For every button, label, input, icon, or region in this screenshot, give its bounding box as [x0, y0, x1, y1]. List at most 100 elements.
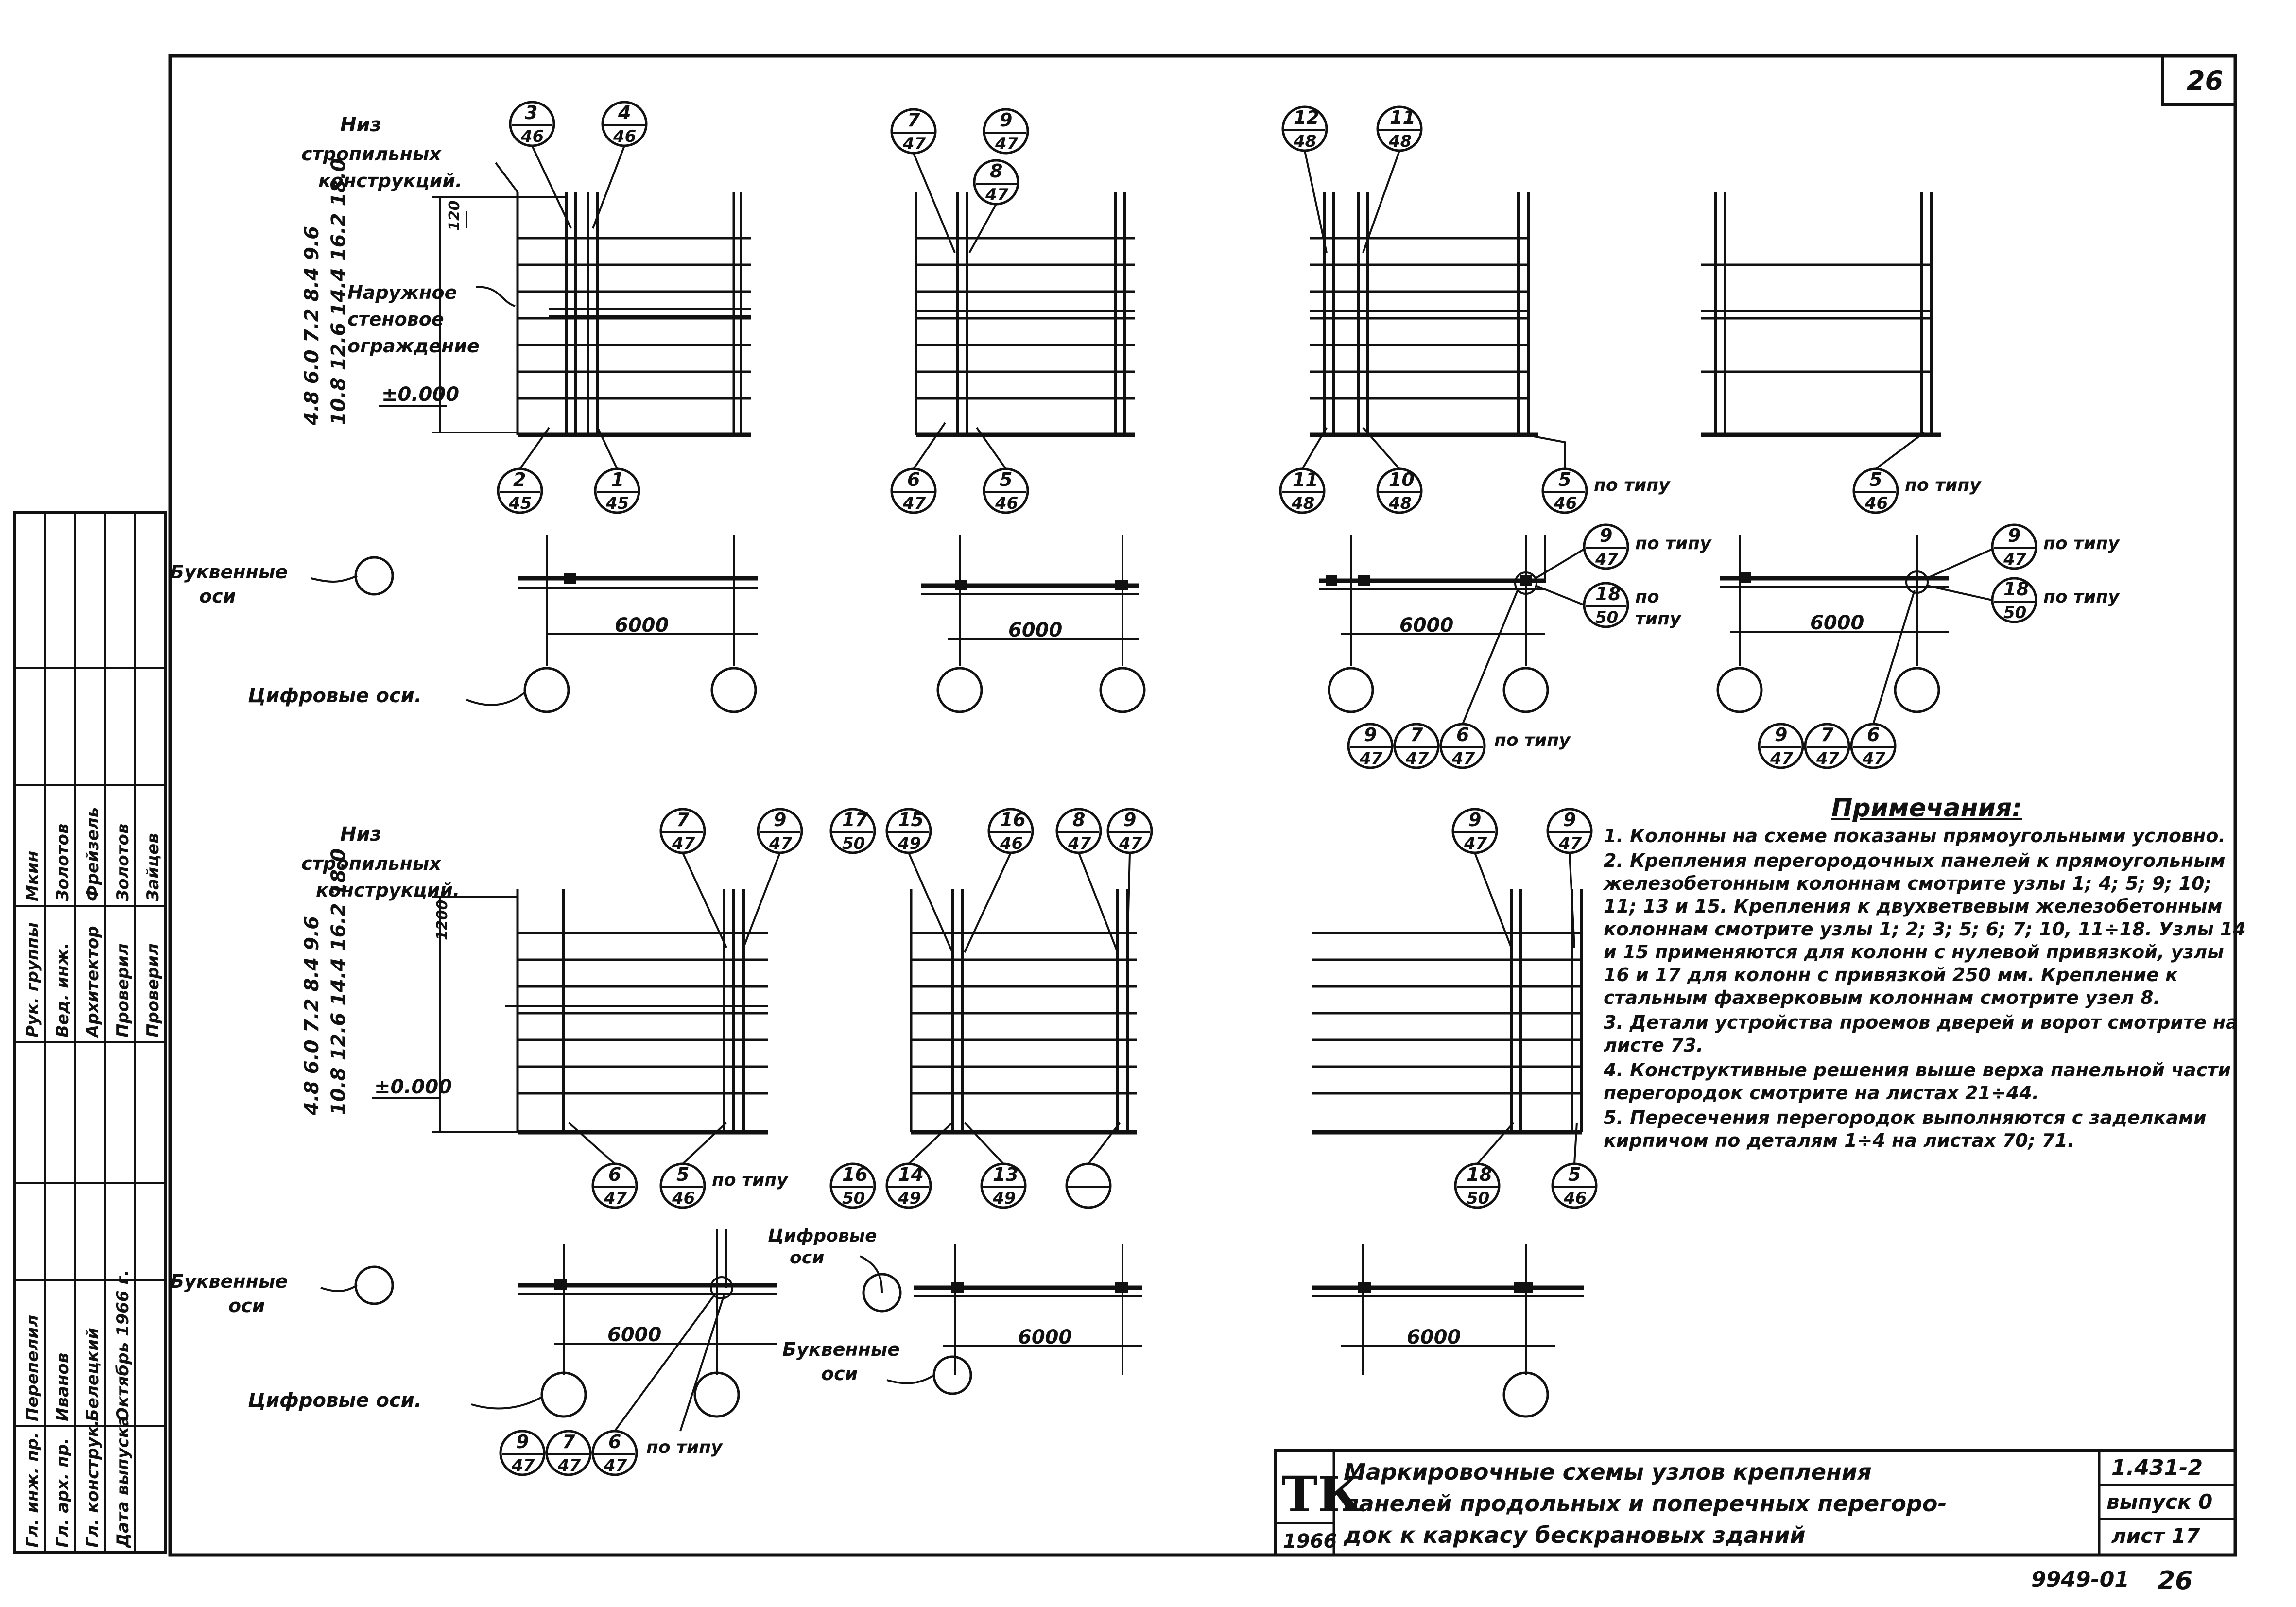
- outer-wall-2: стеновое: [347, 309, 444, 330]
- note-1: 1. Колонны на схеме показаны прямоугольн…: [1604, 825, 2226, 847]
- notes-title: Примечания:: [1831, 794, 2022, 823]
- node-5-46: 546: [983, 467, 1029, 514]
- heights-a: 4.8 6.0 7.2 8.4 9.6: [301, 226, 323, 426]
- title-code: 1.431-2: [2111, 1455, 2203, 1480]
- outer-wall-1: Наружное: [347, 282, 457, 303]
- svg-text:50: 50: [1467, 1189, 1489, 1208]
- svg-text:47: 47: [557, 1456, 581, 1475]
- title-block: ТК 1966 Маркировочные схемы узлов крепле…: [1274, 1449, 2237, 1557]
- node-9-47: 947: [983, 108, 1029, 155]
- svg-text:1: 1: [611, 469, 624, 490]
- svg-text:46: 46: [672, 1189, 695, 1208]
- svg-text:Октябрь 1966 г.: Октябрь 1966 г.: [113, 1270, 133, 1421]
- footer-page: 26: [2158, 1566, 2192, 1595]
- node-9-47-d3row: 947: [1347, 723, 1394, 769]
- svg-text:47: 47: [1119, 834, 1142, 853]
- svg-text:Вед. инж.: Вед. инж.: [53, 943, 72, 1037]
- svg-text:47: 47: [1558, 834, 1582, 853]
- svg-text:47: 47: [769, 834, 793, 853]
- node-9-47-d4row: 947: [1758, 723, 1804, 769]
- svg-text:Перепелил: Перепелил: [23, 1315, 42, 1421]
- title-line-2: панелей продольных и поперечных перегоро…: [1344, 1490, 1947, 1517]
- dim-1200: 1200: [434, 900, 451, 941]
- svg-text:6: 6: [907, 469, 920, 490]
- svg-text:9: 9: [1600, 525, 1612, 546]
- svg-text:47: 47: [902, 494, 926, 513]
- svg-text:14: 14: [898, 1164, 924, 1185]
- svg-text:Фрейзель: Фрейзель: [83, 807, 103, 901]
- svg-text:47: 47: [985, 185, 1009, 205]
- roof-bottom-1: Низ: [340, 114, 381, 136]
- svg-text:Гл. конструк.: Гл. конструк.: [83, 1419, 103, 1548]
- svg-text:10: 10: [1389, 469, 1415, 490]
- note-3: 3. Детали устройства проемов дверей и во…: [1604, 1012, 2238, 1056]
- node-6-47: 647: [890, 467, 937, 514]
- svg-text:17: 17: [842, 809, 868, 830]
- svg-text:Проверил: Проверил: [113, 943, 133, 1037]
- svg-text:Иванов: Иванов: [53, 1353, 72, 1421]
- svg-text:Мкин: Мкин: [23, 851, 42, 901]
- logo-tk: ТК: [1281, 1466, 1362, 1523]
- title-sheet: лист 17: [2111, 1524, 2200, 1548]
- node-7-47-d4row: 747: [1804, 723, 1850, 769]
- svg-text:9: 9: [1364, 724, 1377, 745]
- digit-axes-6a: Цифровые: [768, 1226, 877, 1246]
- node-7-47-d5: 747: [659, 808, 706, 854]
- svg-text:47: 47: [1405, 749, 1429, 768]
- note-2: 2. Крепления перегородочных панелей к пр…: [1604, 850, 2246, 1008]
- roof-bottom-3: конструкций.: [318, 170, 462, 191]
- svg-text:50: 50: [842, 1189, 865, 1208]
- node-9-47-d7b: 947: [1546, 808, 1593, 854]
- by-type-d3-plan-2b: типу: [1635, 609, 1682, 629]
- svg-text:9: 9: [1563, 809, 1576, 830]
- svg-text:Архитектор: Архитектор: [83, 926, 103, 1039]
- svg-text:47: 47: [604, 1456, 627, 1475]
- by-type-d3-plan-1: по типу: [1635, 534, 1712, 553]
- node-9-47-d7a: 947: [1451, 808, 1498, 854]
- digit-axes-5: Цифровые оси.: [248, 1389, 422, 1412]
- span-6: 6000: [1018, 1326, 1072, 1348]
- node-9-47-d3plan: 947: [1583, 523, 1629, 570]
- node-1-45: 145: [594, 467, 640, 514]
- node-6-47-d5: 647: [591, 1162, 638, 1209]
- letter-axes-6b: оси: [821, 1363, 858, 1384]
- svg-text:49: 49: [898, 834, 921, 853]
- svg-text:6: 6: [1867, 724, 1880, 745]
- node-5-46-d3: 546: [1541, 467, 1588, 514]
- svg-text:47: 47: [1816, 749, 1840, 768]
- svg-text:49: 49: [898, 1189, 921, 1208]
- svg-text:18: 18: [1595, 583, 1621, 605]
- span-3: 6000: [1399, 614, 1453, 637]
- svg-text:47: 47: [672, 834, 695, 853]
- svg-text:9: 9: [516, 1431, 529, 1452]
- svg-text:11: 11: [1293, 469, 1318, 490]
- roof-bottom-2: стропильных: [301, 143, 442, 165]
- node-9-47-d5row: 947: [499, 1430, 546, 1476]
- svg-text:47: 47: [902, 134, 926, 154]
- svg-text:48: 48: [1388, 132, 1412, 151]
- node-7-47-d5row: 747: [545, 1430, 592, 1476]
- node-3-46: 346: [509, 101, 555, 147]
- title-issue: выпуск 0: [2106, 1490, 2212, 1514]
- span-2: 6000: [1008, 619, 1062, 641]
- by-type-d4-plan-2: по типу: [2043, 587, 2120, 607]
- node-5-46-d4: 546: [1852, 467, 1899, 514]
- letter-axes-1: Буквенные: [170, 561, 288, 583]
- svg-text:7: 7: [907, 109, 920, 131]
- svg-text:Дата выпуска: Дата выпуска: [113, 1416, 133, 1548]
- svg-text:5: 5: [1568, 1164, 1581, 1185]
- scheme-1: 120 4.8 6.0 7.2 8.4 9.6 10.8 12.6 14.4 1…: [170, 101, 758, 713]
- by-type-d5-row: по типу: [646, 1437, 723, 1457]
- svg-text:Проверил: Проверил: [143, 943, 163, 1037]
- svg-text:46: 46: [1563, 1189, 1587, 1208]
- svg-text:7: 7: [562, 1431, 575, 1452]
- node-4-46: 446: [601, 101, 648, 147]
- svg-text:7: 7: [1821, 724, 1834, 745]
- order-number: 9949-01: [2031, 1567, 2129, 1592]
